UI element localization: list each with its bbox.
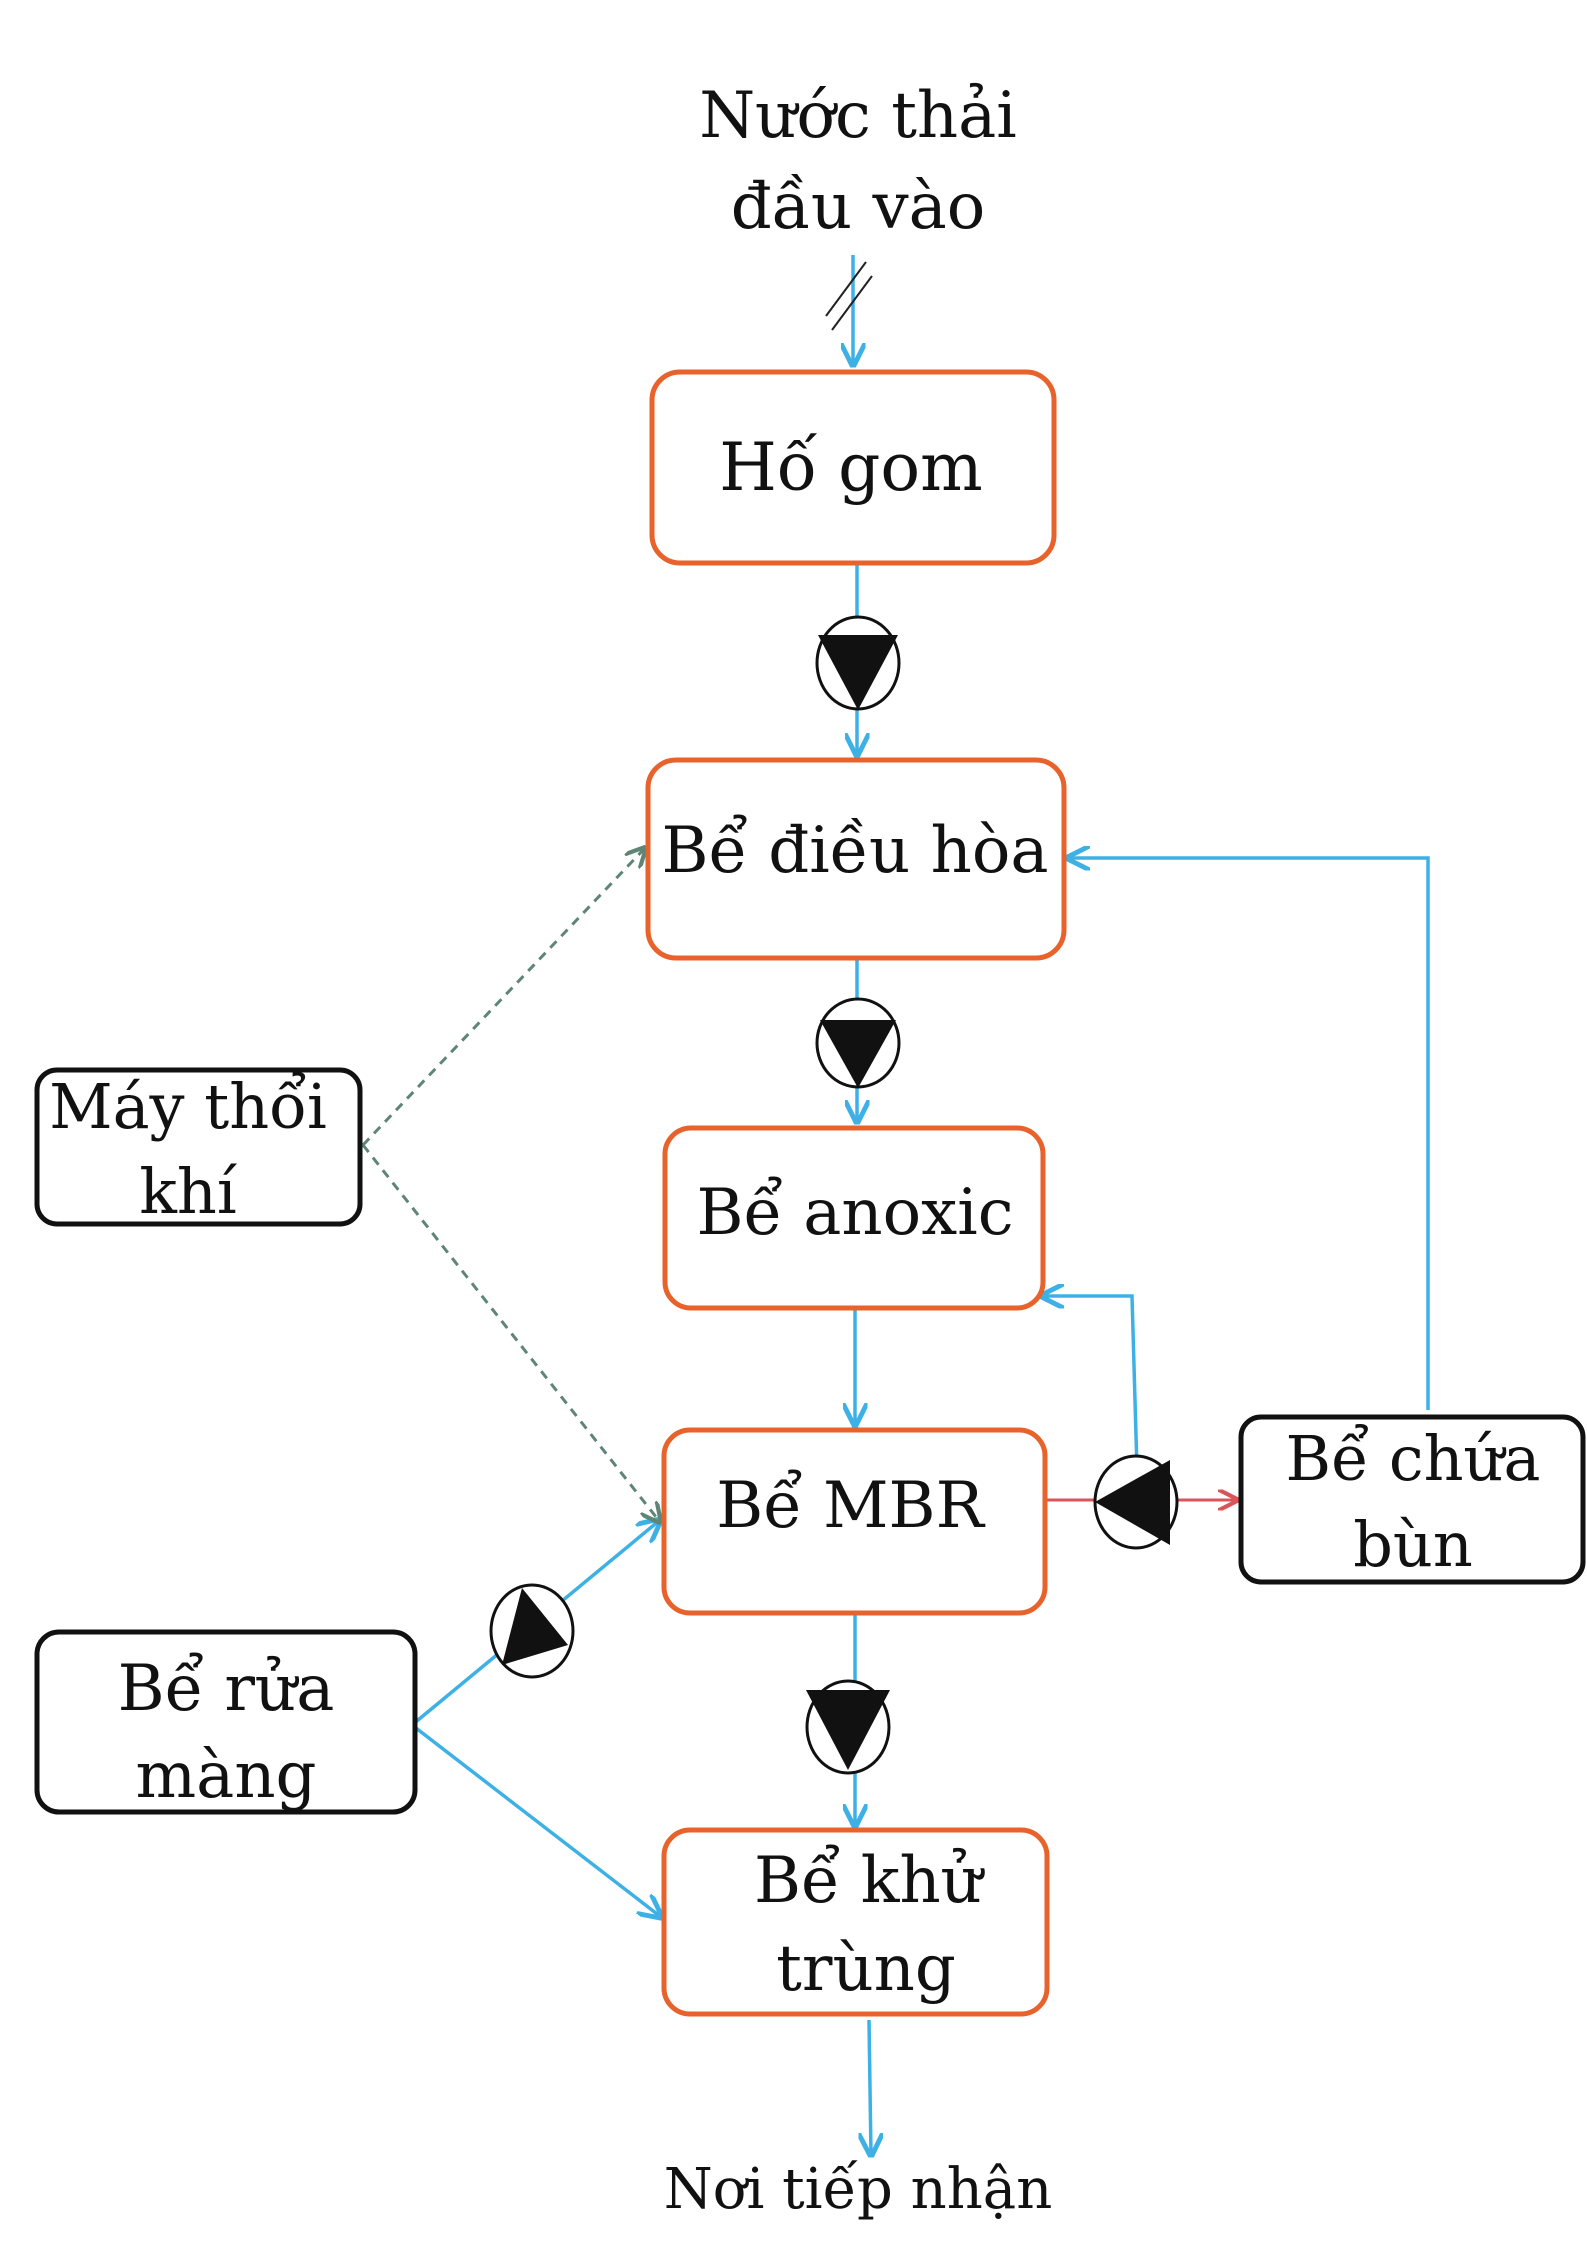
node-be-rua-mang: Bể rửa màng	[34, 1629, 418, 1815]
pump-icon	[805, 1679, 891, 1775]
node-be-dieu-hoa-label: Bể điều hòa	[661, 814, 1048, 888]
pump-icon	[1093, 1454, 1179, 1550]
node-may-thoi-khi-line2: khí	[139, 1155, 238, 1228]
node-be-dieu-hoa: Bể điều hòa	[645, 757, 1067, 961]
node-be-mbr-label: Bể MBR	[716, 1469, 985, 1543]
flow-mbr-recirculation-to-anoxic	[1042, 1296, 1139, 1471]
node-be-anoxic-label: Bể anoxic	[696, 1176, 1013, 1250]
node-ho-gom-label: Hố gom	[719, 429, 982, 506]
air-line-to-dieu-hoa	[361, 848, 645, 1147]
air-line-to-mbr	[361, 1144, 660, 1522]
pump-icon	[489, 1583, 575, 1679]
pump-icon	[815, 997, 901, 1089]
node-be-khu-trung: Bể khử trùng	[661, 1827, 1050, 2017]
input-label-line2: đầu vào	[731, 170, 986, 244]
screen-bar-icon	[825, 261, 873, 331]
node-be-chua-bun: Bể chứa bùn	[1238, 1414, 1586, 1585]
node-be-chua-bun-line1: Bể chứa	[1286, 1422, 1541, 1495]
flow-chua-bun-to-dieu-hoa	[1068, 858, 1430, 1410]
node-may-thoi-khi: Máy thổi khí	[34, 1067, 363, 1228]
flow-rua-mang-to-khu-trung	[410, 1723, 661, 1917]
node-be-mbr: Bể MBR	[661, 1427, 1048, 1616]
node-may-thoi-khi-line1: Máy thổi	[49, 1070, 327, 1143]
node-be-rua-mang-line1: Bể rửa	[118, 1652, 335, 1726]
node-be-chua-bun-line2: bùn	[1353, 1508, 1473, 1581]
input-label-line1: Nước thải	[699, 79, 1017, 153]
node-be-anoxic: Bể anoxic	[662, 1125, 1046, 1311]
node-be-khu-trung-line2: trùng	[776, 1932, 956, 2006]
node-be-rua-mang-line2: màng	[135, 1739, 316, 1813]
flow-khu-trung-to-output	[869, 2019, 871, 2155]
node-be-khu-trung-line1: Bể khử	[754, 1844, 986, 1918]
output-label: Nơi tiếp nhận	[664, 2157, 1053, 2222]
node-ho-gom: Hố gom	[649, 369, 1057, 566]
pump-icon	[815, 615, 901, 711]
